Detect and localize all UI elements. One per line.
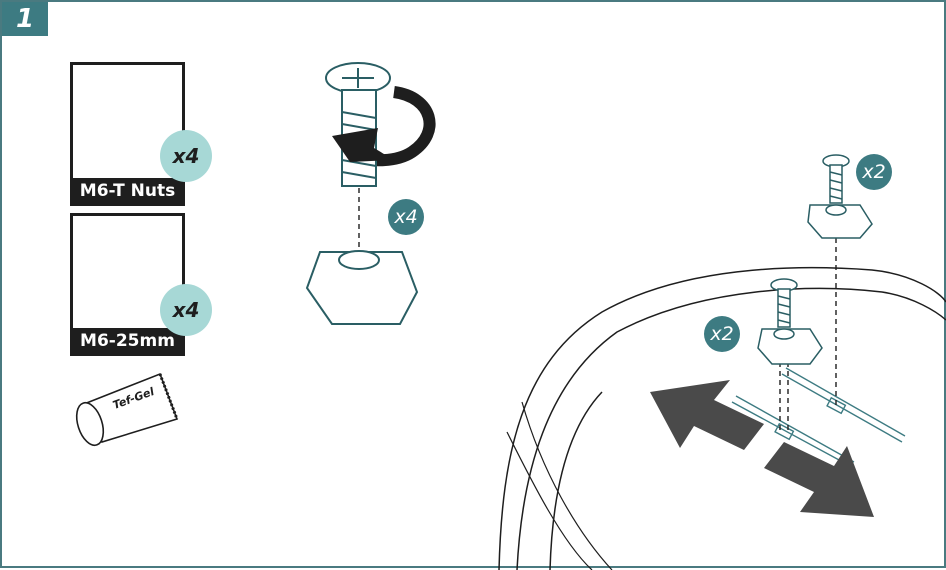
slide-left-arrow — [650, 380, 764, 450]
quantity-badge: x4 — [160, 284, 212, 336]
gel-tube-icon — [72, 374, 177, 449]
quantity-badge: x4 — [160, 130, 212, 182]
roof-track-rear — [782, 368, 905, 442]
alignment-guides — [359, 188, 836, 432]
part-label: M6-T Nuts — [73, 178, 182, 203]
bolt-assembly — [307, 63, 430, 324]
installed-bolt-left — [758, 279, 822, 364]
left-bolt-quantity-badge: x2 — [704, 316, 740, 352]
right-bolt-quantity-badge: x2 — [856, 154, 892, 190]
part-label: M6-25mm — [73, 328, 182, 353]
part-card-t-nuts: M6-T Nuts — [70, 62, 185, 206]
slide-right-arrow — [764, 442, 874, 517]
part-card-bolts: M6-25mm — [70, 213, 185, 356]
assembly-quantity-badge: x4 — [388, 199, 424, 235]
